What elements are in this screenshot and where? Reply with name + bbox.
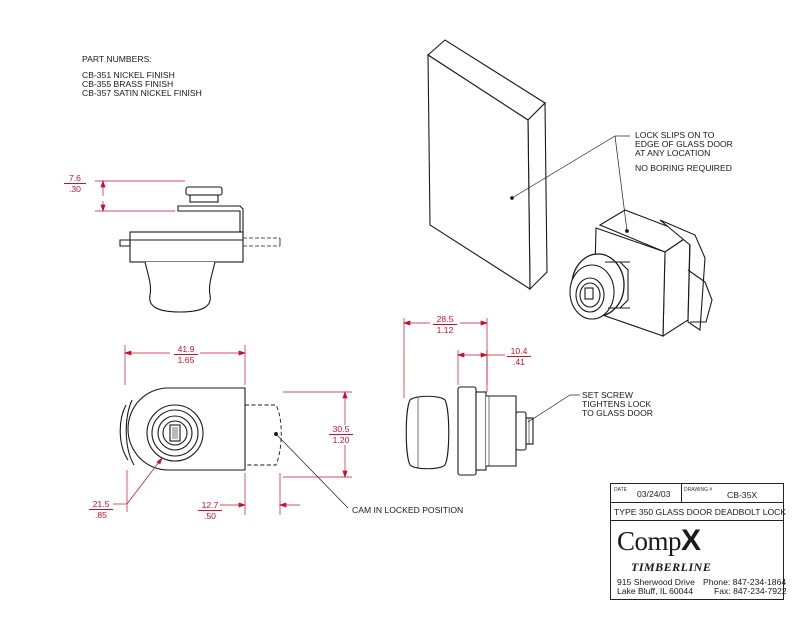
part-number-1: CB-351 NICKEL FINISH: [82, 70, 175, 80]
dim-7-6: [95, 179, 185, 213]
title-block: DATE 03/24/03 DRAWING # CB-35X TYPE 350 …: [610, 483, 787, 600]
part-number-3: CB-357 SATIN NICKEL FINISH: [82, 88, 202, 98]
phone-number: Phone: 847-234-1864: [703, 577, 787, 587]
callout-set-screw-2: TIGHTENS LOCK: [582, 399, 652, 409]
address-line-2: Lake Bluff, IL 60044: [617, 586, 693, 596]
callout-slips-2: EDGE OF GLASS DOOR: [635, 139, 733, 149]
dim-label-7-6: 7.6.30: [64, 173, 86, 194]
date-label: DATE: [614, 487, 627, 493]
lock-top-view: [119, 186, 281, 313]
date-value: 03/24/03: [637, 489, 671, 499]
callout-cam: CAM IN LOCKED POSITION: [352, 505, 464, 515]
address-line-1: 915 Sherwood Drive: [617, 577, 695, 587]
compx-logo: CompX: [617, 524, 701, 558]
callout-set-screw-3: TO GLASS DOOR: [582, 408, 653, 418]
leader-set-screw: [527, 394, 571, 423]
part-numbers-heading: PART NUMBERS:: [82, 54, 152, 64]
dim-12-7: [220, 473, 300, 515]
leader-cam: [275, 433, 349, 509]
lock-side-view: [405, 386, 534, 476]
dim-21-5: [113, 456, 163, 512]
callout-no-boring: NO BORING REQUIRED: [635, 163, 732, 173]
drawing-title: TYPE 350 GLASS DOOR DEADBOLT LOCK: [614, 507, 787, 517]
dim-label-21-5: 21.5.85: [89, 499, 113, 520]
dim-41-9: [123, 345, 247, 385]
title-block-row-date: DATE 03/24/03 DRAWING # CB-35X: [611, 484, 783, 503]
compx-logo-main: Comp: [617, 526, 682, 556]
fax-number: Fax: 847-234-7922: [714, 586, 787, 596]
leader-slips-lock: [614, 135, 628, 232]
title-block-row-title: TYPE 350 GLASS DOOR DEADBOLT LOCK: [611, 502, 787, 521]
dim-30-5: [283, 390, 352, 479]
drawing-number-value: CB-35X: [727, 490, 758, 500]
dim-label-12-7: 12.7.50: [198, 500, 222, 521]
lock-front-view: [119, 387, 282, 471]
callout-set-screw-1: SET SCREW: [582, 390, 633, 400]
compx-logo-x: X: [681, 524, 701, 557]
leader-slips: [511, 135, 616, 199]
glass-door-panel: [427, 39, 548, 291]
dim-label-10-4: 10.4.41: [507, 346, 531, 367]
title-block-divider: [681, 484, 682, 502]
timberline-logo: TIMBERLINE: [631, 560, 712, 574]
drawing-number-label: DRAWING #: [684, 487, 713, 493]
callout-slips-3: AT ANY LOCATION: [635, 148, 711, 158]
dim-10-4: [456, 350, 505, 385]
part-number-2: CB-355 BRASS FINISH: [82, 79, 174, 89]
callout-slips-1: LOCK SLIPS ON TO: [635, 130, 715, 140]
lock-isometric: [569, 209, 713, 338]
